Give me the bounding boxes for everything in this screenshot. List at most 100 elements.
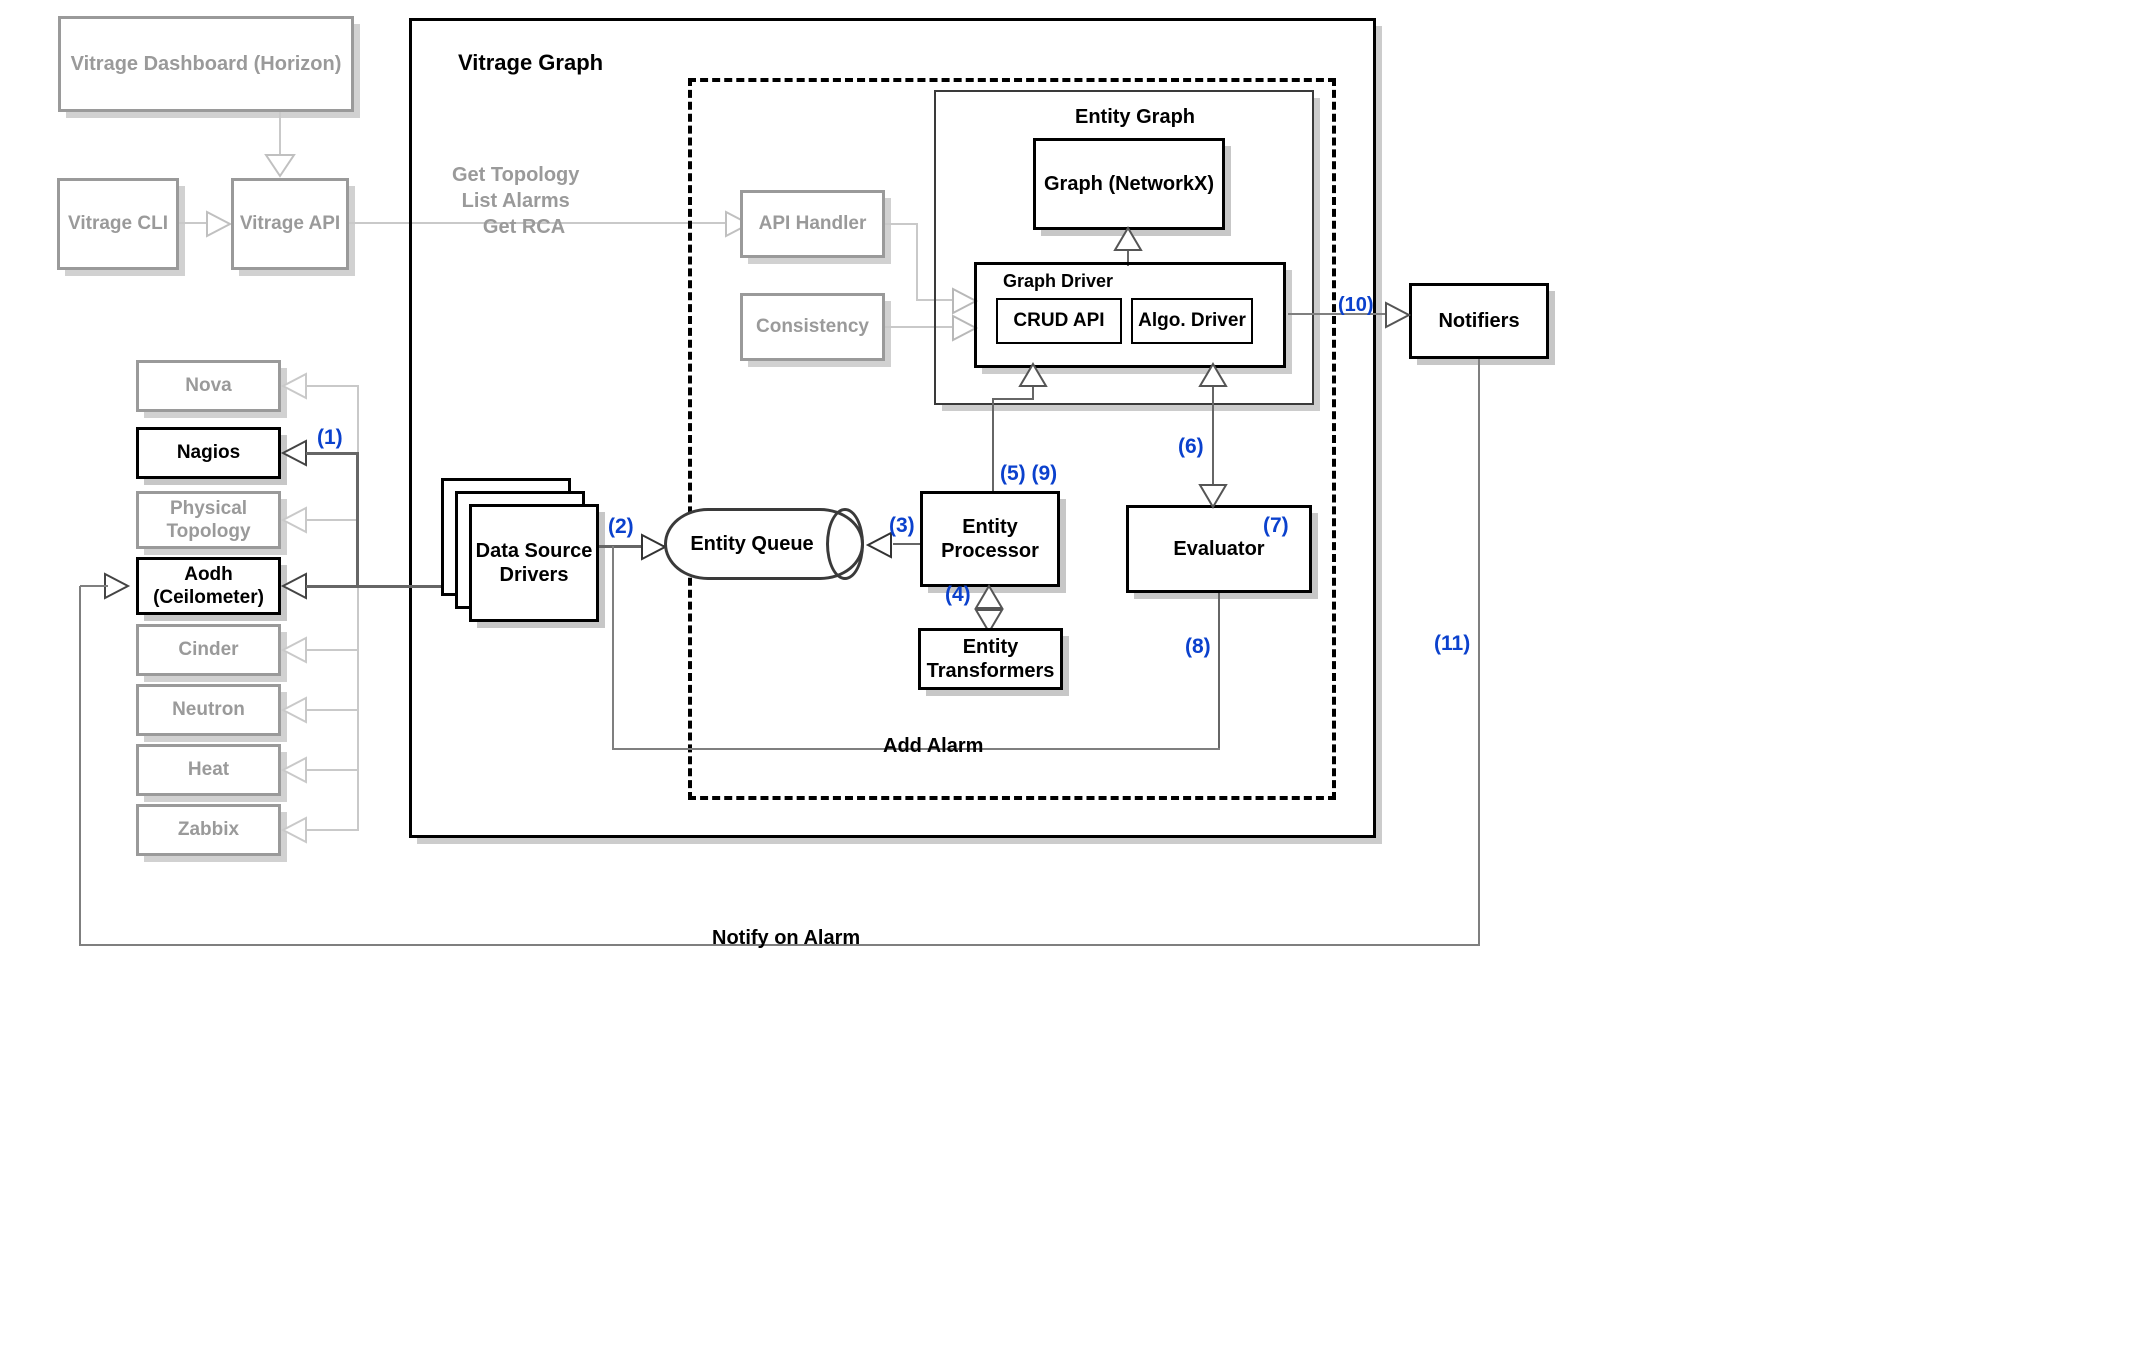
entity-processor-box[interactable]: Entity Processor — [920, 491, 1060, 587]
data-source-label-neutron: Neutron — [172, 699, 245, 721]
vitrage-api-label: Vitrage API — [239, 213, 341, 235]
data-source-label-cinder: Cinder — [178, 639, 239, 661]
connector-api-to-api-handler — [349, 222, 729, 224]
arrowhead-into-heat — [280, 756, 307, 784]
consistency-label: Consistency — [756, 316, 869, 338]
graph-processing-region-dashed — [688, 78, 1336, 800]
connector-notify-to-aodh-stub — [80, 585, 108, 587]
vitrage-graph-container — [409, 18, 1376, 838]
arrowhead-processor-to-queue — [865, 531, 892, 559]
connector-graph-driver-vert — [1032, 378, 1034, 400]
graph-networkx-box[interactable]: Graph (NetworkX) — [1033, 138, 1225, 230]
vitrage-cli-box[interactable]: Vitrage CLI — [57, 178, 179, 270]
algo-driver-label: Algo. Driver — [1138, 310, 1246, 332]
crud-api-box[interactable]: CRUD API — [996, 298, 1122, 344]
data-source-label-heat: Heat — [187, 759, 230, 781]
connector-graph-driver-to-graph — [1127, 248, 1129, 266]
connector-notify-on-alarm-vertical-left — [79, 586, 81, 946]
connector-add-alarm-horizontal — [612, 748, 1220, 750]
arrowhead-processor-to-graph-driver — [1018, 362, 1048, 387]
arrowhead-into-zabbix — [280, 816, 307, 844]
stub-aodh — [306, 585, 358, 588]
connector-graph-driver-to-notifiers — [1288, 313, 1388, 315]
stub-neutron — [306, 709, 358, 711]
stub-physical-topology — [306, 519, 358, 521]
graph-driver-title: Graph Driver — [1003, 271, 1114, 291]
data-source-item-aodh[interactable]: Aodh (Ceilometer) — [136, 557, 281, 615]
entity-graph-container — [934, 90, 1314, 405]
flow-label-11: (11) — [1434, 632, 1471, 655]
flow-label-1: (1) — [317, 426, 343, 449]
connector-api-handler-elbow-v — [916, 223, 918, 301]
arrowhead-into-neutron — [280, 696, 307, 724]
data-source-item-heat[interactable]: Heat — [136, 744, 281, 796]
data-source-label-physical-topology: Physical Topology — [166, 497, 251, 542]
arrowhead-into-aodh — [280, 572, 307, 600]
stub-heat — [306, 769, 358, 771]
arrowhead-into-nagios — [280, 439, 307, 467]
data-source-bus-vertical — [357, 385, 359, 831]
data-source-item-cinder[interactable]: Cinder — [136, 624, 281, 676]
arrowhead-dashboard-to-api — [264, 154, 296, 178]
data-source-label-nagios: Nagios — [176, 442, 241, 464]
data-source-item-nagios[interactable]: Nagios — [136, 427, 281, 479]
flow-label-5-9: (5) (9) — [1000, 462, 1058, 485]
entity-transformers-box[interactable]: Entity Transformers — [918, 628, 1063, 690]
flow-label-2: (2) — [608, 515, 634, 538]
data-source-label-zabbix: Zabbix — [177, 819, 240, 841]
entity-graph-title: Entity Graph — [1075, 106, 1196, 128]
arrowhead-graph-driver-down-to-evaluator — [1198, 484, 1228, 509]
data-source-item-neutron[interactable]: Neutron — [136, 684, 281, 736]
entity-transformers-label: Entity Transformers — [926, 635, 1055, 682]
notifiers-box[interactable]: Notifiers — [1409, 283, 1549, 359]
arrowhead-api-to-api-handler — [725, 210, 752, 238]
consistency-box[interactable]: Consistency — [740, 293, 885, 361]
api-handler-label: API Handler — [758, 213, 867, 235]
flow-label-6: (6) — [1178, 435, 1204, 458]
connector-processor-to-graph-driver-h — [992, 398, 1034, 400]
connector-evaluator-down — [1218, 593, 1220, 749]
entity-queue-label: Entity Queue — [690, 532, 814, 555]
connector-add-alarm-vertical-to-drivers — [612, 546, 614, 749]
arrowhead-transformers-to-processor — [974, 584, 1004, 609]
vitrage-api-box[interactable]: Vitrage API — [231, 178, 349, 270]
arrowhead-into-nova — [280, 372, 307, 400]
flow-label-8: (8) — [1185, 635, 1211, 658]
data-source-bus-to-drivers — [357, 585, 443, 588]
add-alarm-label: Add Alarm — [883, 735, 984, 757]
arrowhead-cli-to-api — [206, 210, 233, 238]
arrowhead-api-handler-to-graph-driver — [952, 287, 979, 315]
connector-dashboard-to-api — [279, 112, 281, 157]
stub-cinder — [306, 649, 358, 651]
arrowhead-drivers-to-queue — [641, 533, 668, 561]
connector-graph-driver-to-evaluator — [1212, 378, 1214, 490]
data-source-label-nova: Nova — [185, 375, 232, 397]
data-source-drivers-box[interactable]: Data Source Drivers — [469, 504, 599, 622]
connector-api-handler-elbow-h2 — [916, 299, 956, 301]
data-source-item-physical-topology[interactable]: Physical Topology — [136, 491, 281, 549]
evaluator-label: Evaluator — [1173, 537, 1265, 560]
data-source-bus-vertical-active — [356, 452, 359, 588]
flow-label-4: (4) — [945, 583, 971, 606]
crud-api-label: CRUD API — [1013, 310, 1105, 332]
stub-zabbix — [306, 829, 358, 831]
entity-processor-label: Entity Processor — [941, 515, 1039, 562]
connector-consistency-to-graph-driver — [885, 326, 956, 328]
flow-label-7: (7) — [1263, 514, 1289, 537]
evaluator-box[interactable]: Evaluator — [1126, 505, 1312, 593]
notifiers-label: Notifiers — [1438, 309, 1520, 332]
data-source-item-nova[interactable]: Nova — [136, 360, 281, 412]
notify-on-alarm-label: Notify on Alarm — [712, 927, 861, 949]
arrowhead-into-cinder — [280, 636, 307, 664]
graph-driver-container — [974, 262, 1286, 368]
arrowhead-to-notifiers — [1385, 301, 1412, 329]
algo-driver-box[interactable]: Algo. Driver — [1131, 298, 1253, 344]
connector-drivers-to-queue — [599, 545, 665, 548]
api-handler-box[interactable]: API Handler — [740, 190, 885, 258]
entity-queue-cap — [826, 508, 864, 580]
arrowhead-evaluator-up-to-graph-driver — [1198, 362, 1228, 387]
vitrage-dashboard-box[interactable]: Vitrage Dashboard (Horizon) — [58, 16, 354, 112]
arrowhead-consistency-to-graph-driver — [952, 314, 979, 342]
data-source-item-zabbix[interactable]: Zabbix — [136, 804, 281, 856]
